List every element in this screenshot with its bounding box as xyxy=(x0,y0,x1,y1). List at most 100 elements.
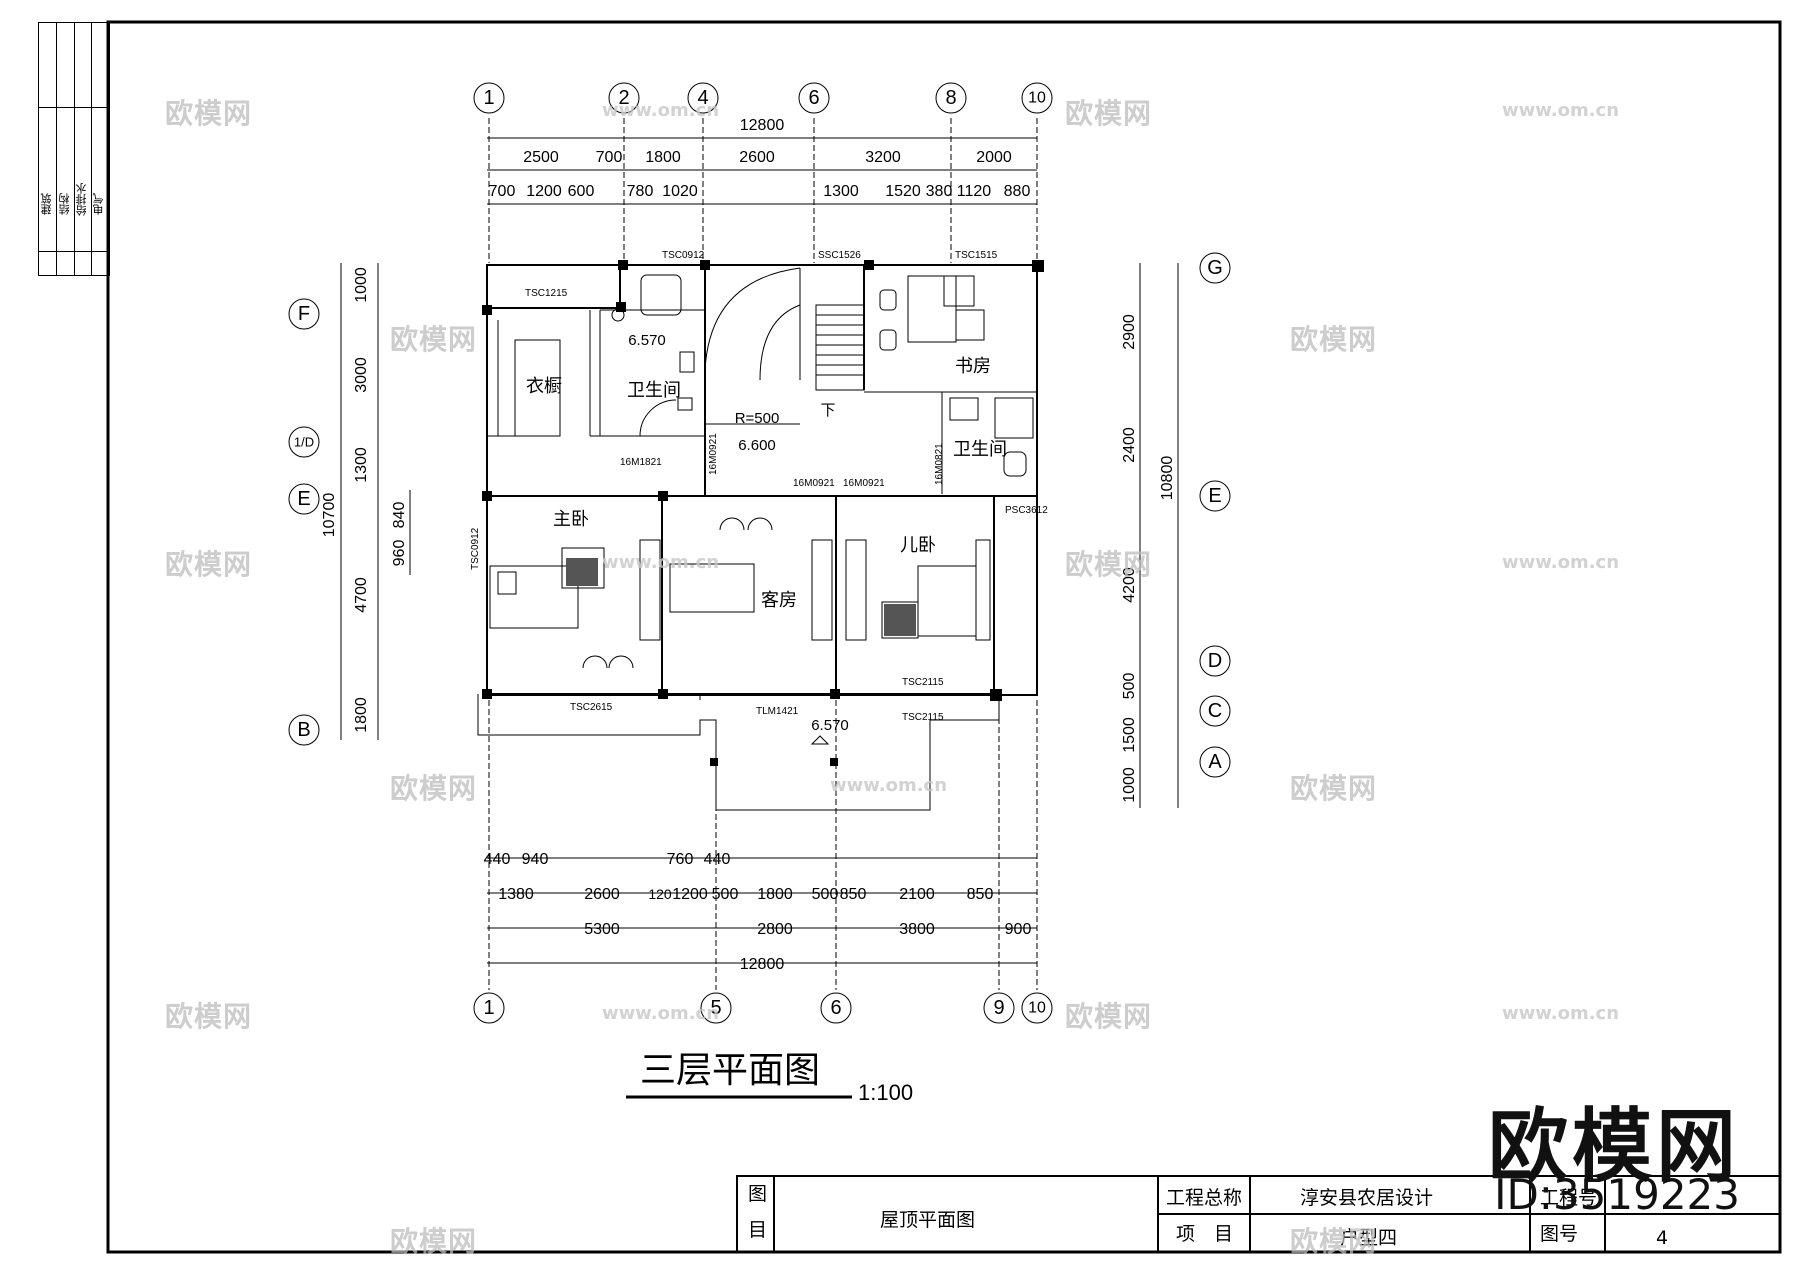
axis-bubble-right-E xyxy=(1199,480,1231,512)
axis-label-left-E: E xyxy=(297,488,310,510)
watermark: 欧模网 xyxy=(1290,772,1378,805)
axis-bubble-right-G xyxy=(1199,252,1231,284)
axis-label-top-2: 2 xyxy=(618,87,629,109)
tb-drawing-name: 屋顶平面图 xyxy=(880,1209,975,1231)
dim-top-row2: 700 xyxy=(489,183,516,200)
axis-bubble-top-1 xyxy=(473,82,505,114)
dim-bottom-row2: 2100 xyxy=(899,886,935,903)
dim-left-row1: 3000 xyxy=(353,357,370,393)
watermark: 欧模网 xyxy=(1065,548,1153,581)
watermark-url: www.om.cn xyxy=(1502,100,1620,121)
watermark: 欧模网 xyxy=(1290,1225,1378,1258)
dim-bottom-row2: 500 xyxy=(812,886,839,903)
opening-code: 16M0921 xyxy=(793,478,835,489)
watermark: 欧模网 xyxy=(390,1225,478,1258)
dim-bottom-row2: 1200 xyxy=(672,886,708,903)
axis-label-bottom-9: 9 xyxy=(993,997,1004,1019)
dim-top-row2: 1520 xyxy=(885,183,921,200)
dim-bottom-row3: 5300 xyxy=(584,921,620,938)
dim-right-row1: 2400 xyxy=(1121,427,1138,463)
dim-right-row1: 1000 xyxy=(1121,767,1138,803)
dim-left-row1: 1800 xyxy=(353,697,370,733)
dim-bottom-row1: 940 xyxy=(522,851,549,868)
dim-left-total: 10700 xyxy=(321,493,338,538)
axis-bubble-right-A xyxy=(1199,746,1231,778)
dim-top-row1: 2000 xyxy=(976,149,1012,166)
dim-left-row1: 4700 xyxy=(353,577,370,613)
watermark: 欧模网 xyxy=(390,772,478,805)
watermark: 欧模网 xyxy=(165,548,253,581)
dim-bottom-row3: 900 xyxy=(1005,921,1032,938)
watermark-url: www.om.cn xyxy=(602,100,720,121)
axis-bubble-top-4 xyxy=(687,82,719,114)
dim-bottom-row2: 500 xyxy=(712,886,739,903)
dim-top-row2: 1120 xyxy=(957,183,992,200)
room-child-bedroom: 儿卧 xyxy=(900,535,936,556)
plan-title: 三层平面图 xyxy=(640,1050,820,1091)
dim-top-row1: 2600 xyxy=(739,149,775,166)
watermark-url: www.om.cn xyxy=(602,1003,720,1024)
dim-bottom-row2: 120 xyxy=(648,886,672,902)
opening-code: TSC2115 xyxy=(902,677,944,688)
opening-code: TSC2615 xyxy=(570,702,613,713)
watermark: 欧模网 xyxy=(1065,97,1153,130)
dim-bottom-row3: 3800 xyxy=(899,921,935,938)
axis-bubble-left-E xyxy=(288,483,320,515)
axis-label-right-D: D xyxy=(1208,650,1222,672)
axis-bubble-left-F xyxy=(288,298,320,330)
dim-bottom-row2: 850 xyxy=(967,886,994,903)
watermark-url: www.om.cn xyxy=(1502,552,1620,573)
dim-bottom-row2: 2600 xyxy=(584,886,620,903)
room-study: 书房 xyxy=(955,356,991,377)
plan-scale: 1:100 xyxy=(858,1080,913,1105)
dim-top-row1: 2500 xyxy=(523,149,559,166)
dim-top-row2: 1020 xyxy=(662,183,698,200)
axis-label-top-10: 10 xyxy=(1028,90,1046,107)
watermark: 欧模网 xyxy=(1065,1000,1153,1033)
tb-label-mu: 目 xyxy=(748,1219,767,1241)
axis-bubble-right-C xyxy=(1199,695,1231,727)
opening-code: TSC2115 xyxy=(902,712,944,723)
dim-bottom-total: 12800 xyxy=(740,956,785,973)
axis-label-right-C: C xyxy=(1208,700,1222,722)
watermark: 欧模网 xyxy=(165,97,253,130)
tb-drawing-no: 4 xyxy=(1656,1227,1668,1249)
dim-right-row1: 500 xyxy=(1121,673,1138,700)
dim-bottom-row2: 1800 xyxy=(757,886,793,903)
axis-bubble-top-10 xyxy=(1021,82,1053,114)
axis-label-right-A: A xyxy=(1208,751,1222,773)
room-guest: 客房 xyxy=(761,590,797,611)
dim-right-row1: 1500 xyxy=(1121,717,1138,753)
elevation-mark: 6.570 xyxy=(811,717,849,734)
dim-top-row2: 600 xyxy=(568,183,595,200)
axis-label-left-B: B xyxy=(297,719,310,741)
dim-top-row2: 380 xyxy=(926,183,953,200)
axis-label-left-F: F xyxy=(298,303,310,325)
stair-radius: R=500 xyxy=(735,410,780,427)
dim-bottom-row2: 850 xyxy=(840,886,867,903)
watermark-url: www.om.cn xyxy=(1502,1003,1620,1024)
axis-bubble-top-8 xyxy=(935,82,967,114)
opening-code: TSC1515 xyxy=(955,250,998,261)
dim-top-total: 12800 xyxy=(740,117,785,134)
dim-top-row2: 780 xyxy=(627,183,654,200)
brand-id: ID:3519223 xyxy=(1494,1170,1740,1219)
dim-bottom-row3: 2800 xyxy=(757,921,793,938)
brand-logo: 欧模网 xyxy=(1488,1100,1740,1193)
axis-label-right-G: G xyxy=(1207,257,1223,279)
dim-top-row1: 700 xyxy=(596,149,623,166)
dim-bottom-row2: 1380 xyxy=(498,886,534,903)
watermark: 欧模网 xyxy=(1290,323,1378,356)
watermark-url: www.om.cn xyxy=(602,552,720,573)
axis-bubble-left-1D xyxy=(288,426,320,458)
room-master-bedroom: 主卧 xyxy=(553,509,589,530)
dim-right-row1: 4200 xyxy=(1121,567,1138,603)
tb-label-drawing-no: 图号 xyxy=(1540,1223,1578,1245)
watermark: 欧模网 xyxy=(390,323,478,356)
drawing-frame xyxy=(106,20,1782,1254)
axis-bubble-bottom-6 xyxy=(820,992,852,1024)
opening-code: 16M0821 xyxy=(934,443,945,485)
axis-label-bottom-6: 6 xyxy=(830,997,841,1019)
dim-left-row1: 1000 xyxy=(353,267,370,303)
dim-top-row2: 1300 xyxy=(823,183,859,200)
